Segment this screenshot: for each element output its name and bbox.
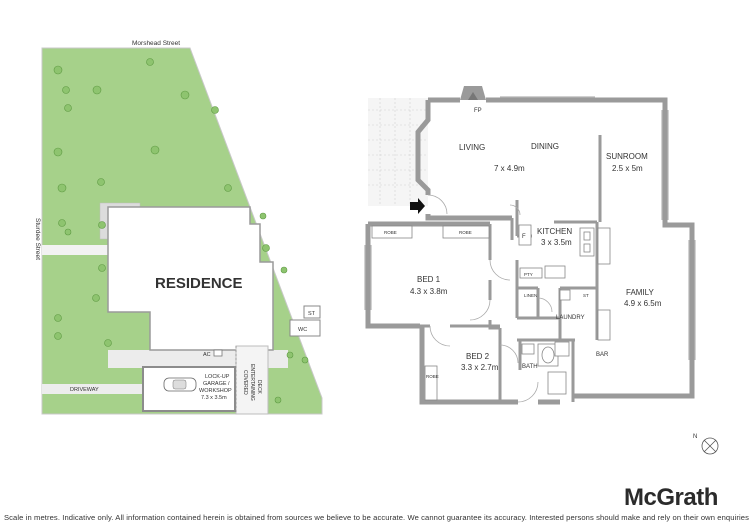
st-outbuilding — [303, 305, 321, 319]
bed1-size: 4.3 x 3.8m — [410, 287, 448, 296]
residence-footprint — [107, 206, 274, 351]
footer: Scale in metres. Indicative only. All in… — [0, 511, 750, 530]
bed1-label: BED 1 — [417, 275, 441, 284]
pantry-label: PTY — [524, 272, 533, 277]
robe-label-3: ROBE — [426, 374, 439, 379]
door-swings — [427, 194, 553, 403]
footer-disclaimer: Scale in metres. Indicative only. All in… — [4, 513, 749, 522]
site-plan: Morshead Street Sturdee Street RESIDENCE… — [34, 40, 323, 415]
st-label: ST — [308, 311, 316, 317]
floor-plan: FP LIVING DINING 7 x 4.9m SUNROOM 2.5 x … — [364, 86, 696, 405]
family-size: 4.9 x 6.5m — [624, 299, 662, 308]
wc-label: WC — [298, 327, 307, 333]
wc-outbuilding — [289, 319, 321, 337]
bed2-size: 3.3 x 2.7m — [461, 363, 499, 372]
linen-label: LINEN — [524, 293, 537, 298]
driveway — [42, 384, 142, 394]
store-label: ST — [583, 293, 589, 298]
bath-label: BATH — [522, 364, 538, 370]
bar-label: BAR — [596, 352, 609, 358]
kitchen-label: KITCHEN — [537, 227, 572, 236]
garage-label-2: GARAGE / — [203, 381, 230, 387]
robe-boxes — [371, 225, 490, 401]
fp-label: FP — [474, 108, 482, 114]
car-icon — [163, 377, 197, 392]
garage-label-3: WORKSHOP — [199, 388, 232, 394]
living-label: LIVING — [459, 143, 485, 152]
kitchen-size: 3 x 3.5m — [541, 238, 572, 247]
garage-size-label: 7.3 x 3.5m — [201, 395, 227, 401]
deck-label-1: COVERED — [242, 370, 248, 395]
sunroom-size: 2.5 x 5m — [612, 164, 643, 173]
entry-arrow-icon — [410, 198, 425, 214]
residence-label: RESIDENCE — [155, 275, 243, 292]
front-path — [42, 245, 108, 255]
covered-deck — [235, 345, 269, 415]
living-dining-size: 7 x 4.9m — [494, 164, 525, 173]
windows — [364, 96, 696, 360]
street-top-label: Morshead Street — [132, 40, 180, 47]
compass-north-label: N — [693, 434, 697, 440]
family-label: FAMILY — [626, 288, 655, 297]
kitchen-fittings — [518, 224, 611, 341]
room-labels: FP LIVING DINING 7 x 4.9m SUNROOM 2.5 x … — [384, 108, 662, 379]
robe-label-2: ROBE — [459, 230, 472, 235]
deck-label-3: DECK — [256, 380, 262, 395]
sunroom-label: SUNROOM — [606, 152, 648, 161]
dining-label: DINING — [531, 142, 559, 151]
compass-icon: N — [693, 434, 719, 455]
ac-label: AC — [203, 352, 211, 358]
bath-fittings — [521, 341, 570, 395]
fireplace — [460, 86, 486, 100]
laundry-label: LAUNDRY — [556, 315, 585, 321]
robe-label-1: ROBE — [384, 230, 397, 235]
deck-label-2: ENTERTAINING — [249, 364, 255, 401]
interior-walls — [420, 135, 602, 402]
garage-label-1: LOCK-UP — [205, 374, 230, 380]
driveway-label: DRIVEWAY — [70, 387, 99, 393]
exterior-walls — [365, 97, 695, 405]
fridge-label: F — [522, 234, 526, 240]
mcgrath-logo: McGrath — [624, 484, 718, 511]
bed2-label: BED 2 — [466, 352, 490, 361]
street-left-label: Sturdee Street — [34, 218, 41, 260]
ac-unit — [213, 349, 223, 357]
tree-icons — [53, 58, 309, 404]
